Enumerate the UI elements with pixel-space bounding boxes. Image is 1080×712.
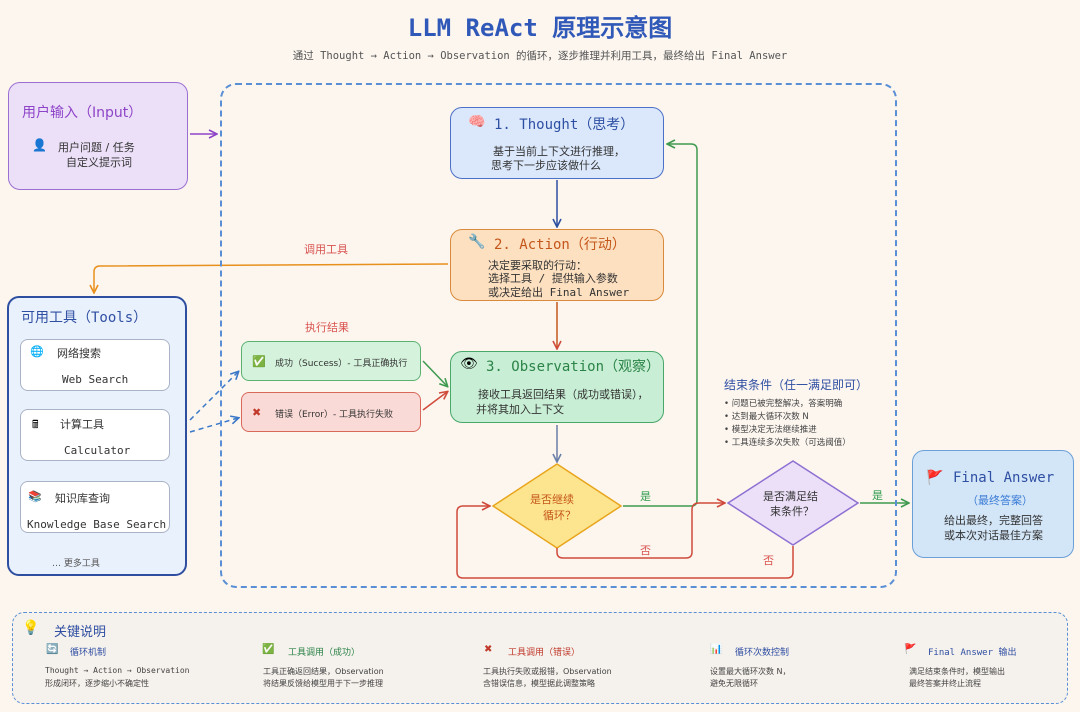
check-icon: ✅ <box>262 644 275 655</box>
legend-item-desc: 工具执行失败或报错，Observation <box>483 667 612 676</box>
arrow-success-to-observation <box>422 360 447 386</box>
input-box <box>8 82 188 190</box>
bar-chart-icon: 📊 <box>710 644 723 655</box>
more-tools-label: … 更多工具 <box>52 559 100 569</box>
globe-icon: 🌐 <box>30 345 44 358</box>
action-line: 选择工具 / 提供输入参数 <box>488 272 618 285</box>
cross-icon: ✖ <box>252 406 262 419</box>
legend-item-desc: 避免无限循环 <box>710 679 758 688</box>
final-answer-line: 或本次对话最佳方案 <box>944 529 1043 542</box>
brain-icon: 🧠 <box>468 114 486 130</box>
observation-line: 并将其加入上下文 <box>476 403 564 416</box>
thought-line: 思考下一步应该做什么 <box>491 159 601 172</box>
exec-result-label: 执行结果 <box>305 321 349 334</box>
wrench-icon: 🔧 <box>468 234 486 250</box>
final-answer-subtitle: （最终答案） <box>967 494 1033 507</box>
thought-box <box>450 107 664 179</box>
end-condition-item: • 工具连续多次失败（可选阈值） <box>724 438 851 448</box>
page-subtitle: 通过 Thought → Action → Observation 的循环，逐步… <box>292 50 788 62</box>
tool-item-knowledge-base <box>20 481 170 533</box>
input-line: 自定义提示词 <box>66 156 132 169</box>
legend-item-desc: 将结果反馈给模型用于下一步推理 <box>263 679 383 688</box>
flag-icon: 🚩 <box>904 644 917 655</box>
success-result-box <box>241 341 421 381</box>
end-conditions-title: 结束条件（任一满足即可） <box>724 378 869 392</box>
arrow-no-loop-back <box>456 506 794 579</box>
legend-item-desc: Thought → Action → Observation <box>45 666 190 675</box>
legend-item-name: 循环机制 <box>70 648 107 658</box>
end-condition-item: • 模型决定无法继续推进 <box>724 425 817 435</box>
arrow-no-to-end-check <box>556 503 724 559</box>
arrow-action-to-tools <box>94 263 449 292</box>
flag-icon: 🚩 <box>926 470 944 486</box>
yes-label: 是 <box>640 490 651 503</box>
tool-name-en: Web Search <box>62 373 129 386</box>
invoke-tools-label: 调用工具 <box>304 243 348 256</box>
eye-icon: 👁 <box>460 356 478 372</box>
calculator-icon: 🖩 <box>32 418 39 431</box>
legend-panel <box>12 612 1068 704</box>
page-title: LLM ReAct 原理示意图 <box>407 14 673 42</box>
final-answer-box <box>912 450 1074 558</box>
thought-line: 基于当前上下文进行推理， <box>493 145 625 158</box>
tools-title: 可用工具（Tools） <box>21 310 148 326</box>
yes-label: 是 <box>872 489 883 502</box>
react-loop-region <box>220 83 897 588</box>
legend-item-name: 工具调用（错误） <box>508 648 581 658</box>
arrow-tools-to-success <box>189 372 238 421</box>
tool-item-web-search <box>20 339 170 391</box>
observation-line: 接收工具返回结果（成功或错误）， <box>478 388 649 401</box>
legend-item-desc: 工具正确返回结果，Observation <box>263 667 384 676</box>
end-condition-item: • 达到最大循环次数 N <box>724 412 809 422</box>
legend-item-desc: 设置最大循环次数 N， <box>710 667 791 676</box>
arrow-error-to-observation <box>422 392 447 411</box>
decision-end-text: 束条件？ <box>770 505 814 518</box>
check-icon: ✅ <box>252 355 266 368</box>
legend-item-name: 工具调用（成功） <box>288 648 361 658</box>
observation-title: 3. Observation（观察） <box>486 359 661 375</box>
final-answer-line: 给出最终，完整回答 <box>944 514 1043 527</box>
decision-continue-text: 循环？ <box>543 509 576 522</box>
tool-name-en: Calculator <box>64 444 131 457</box>
legend-item-name: Final Answer 输出 <box>928 648 1017 658</box>
action-line: 或决定给出 Final Answer <box>488 286 630 299</box>
no-label: 否 <box>640 544 651 557</box>
decision-end-diamond <box>726 460 860 546</box>
tool-name-en: Knowledge Base Search <box>27 518 167 531</box>
no-label: 否 <box>763 554 774 567</box>
legend-item-desc: 最终答案并终止流程 <box>909 679 981 688</box>
action-title: 2. Action（行动） <box>494 237 626 253</box>
books-icon: 📚 <box>28 490 42 503</box>
success-result-text: 成功（Success）- 工具正确执行 <box>275 359 408 369</box>
user-icon: 👤 <box>32 138 47 152</box>
input-line: 用户问题 / 任务 <box>58 141 135 154</box>
tool-name: 网络搜索 <box>57 347 101 360</box>
action-line: 决定要采取的行动： <box>488 259 587 272</box>
loop-icon: 🔄 <box>46 644 59 655</box>
legend-title: 关键说明 <box>54 625 107 640</box>
action-box <box>450 229 664 301</box>
legend-item-desc: 形成闭环，逐步缩小不确定性 <box>45 679 149 688</box>
decision-end-text: 是否满足结 <box>763 490 818 503</box>
lightbulb-icon: 💡 <box>22 620 40 636</box>
decision-continue-text: 是否继续 <box>530 493 574 506</box>
cross-icon: ✖ <box>484 644 493 655</box>
error-result-text: 错误（Error）- 工具执行失败 <box>275 410 394 420</box>
legend-item-desc: 含错误信息，模型据此调整策略 <box>483 679 595 688</box>
tool-name: 计算工具 <box>60 418 104 431</box>
input-title: 用户输入（Input） <box>22 105 143 121</box>
error-result-box <box>241 392 421 432</box>
tool-item-calculator <box>20 409 170 461</box>
legend-item-name: 循环次数控制 <box>735 648 790 658</box>
tool-name: 知识库查询 <box>55 492 110 505</box>
observation-box <box>450 351 664 423</box>
final-answer-title: Final Answer <box>953 470 1055 486</box>
end-condition-item: • 问题已被完整解决，答案明确 <box>724 399 843 409</box>
thought-title: 1. Thought（思考） <box>494 117 635 133</box>
legend-item-desc: 满足结束条件时，模型输出 <box>909 667 1005 676</box>
